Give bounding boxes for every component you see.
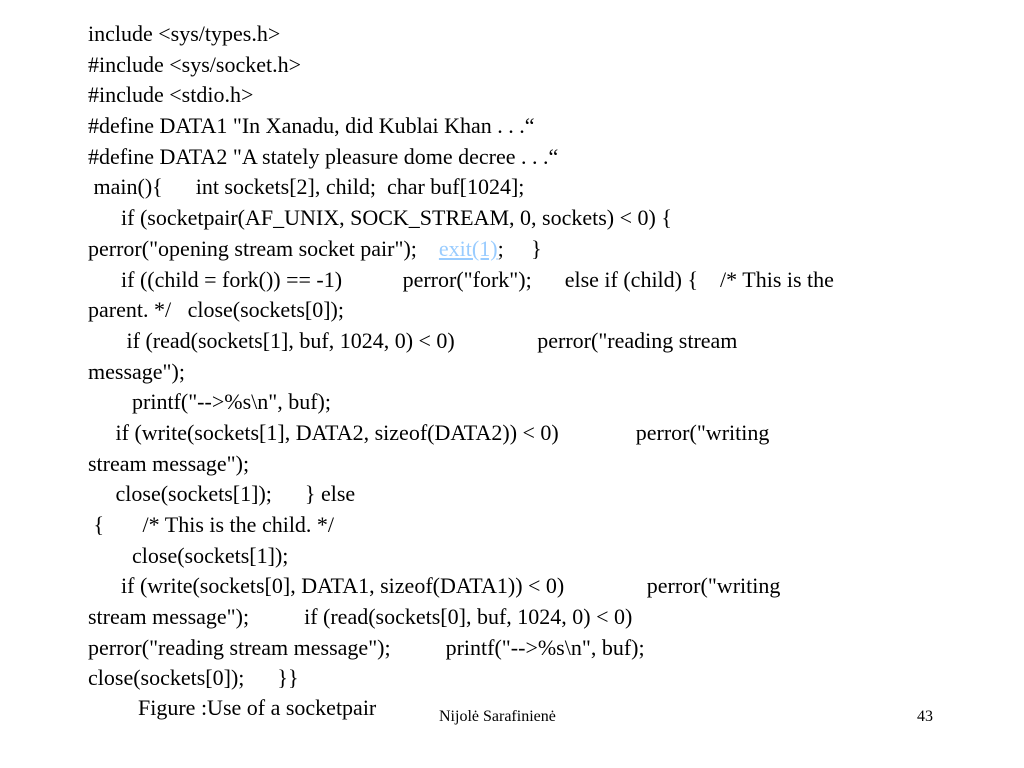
- exit-link[interactable]: exit(1): [438, 235, 498, 261]
- code-line: if ((child = fork()) == -1) perror("fork…: [88, 266, 834, 292]
- code-line: if (socketpair(AF_UNIX, SOCK_STREAM, 0, …: [88, 205, 672, 231]
- code-line: main(){ int sockets[2], child; char buf[…: [88, 174, 525, 200]
- code-line: #define DATA1 "In Xanadu, did Kublai Kha…: [88, 113, 535, 139]
- code-line: close(sockets[0]); }}: [88, 665, 299, 691]
- code-text: perror("opening stream socket pair");: [88, 235, 439, 261]
- code-line: stream message"); if (read(sockets[0], b…: [88, 604, 633, 630]
- code-line: perror("reading stream message"); printf…: [88, 634, 645, 660]
- code-line: { /* This is the child. */: [88, 512, 335, 537]
- code-line: #include <stdio.h>: [88, 82, 254, 108]
- code-line-with-link: perror("opening stream socket pair"); ex…: [88, 234, 948, 265]
- code-line: include <sys/types.h>: [88, 21, 281, 46]
- code-listing: include <sys/types.h> #include <sys/sock…: [88, 19, 948, 694]
- code-line: if (read(sockets[1], buf, 1024, 0) < 0) …: [88, 327, 738, 353]
- code-line: if (write(sockets[0], DATA1, sizeof(DATA…: [88, 573, 781, 599]
- code-line: if (write(sockets[1], DATA2, sizeof(DATA…: [88, 419, 770, 445]
- code-line: close(sockets[1]);: [88, 542, 289, 568]
- code-line: message");: [88, 358, 185, 384]
- code-line: printf("-->%s\n", buf);: [88, 389, 331, 415]
- code-line: stream message");: [88, 450, 250, 476]
- code-line: parent. */ close(sockets[0]);: [88, 297, 344, 323]
- figure-caption: Figure :Use of a socketpair: [138, 695, 377, 720]
- code-line: #define DATA2 "A stately pleasure dome d…: [88, 143, 559, 169]
- page-number: 43: [917, 708, 933, 725]
- footer-author: Nijolė Sarafinienė: [439, 708, 556, 725]
- code-line: #include <sys/socket.h>: [88, 51, 302, 77]
- code-line: close(sockets[1]); } else: [88, 481, 356, 507]
- code-text: ; }: [497, 235, 542, 261]
